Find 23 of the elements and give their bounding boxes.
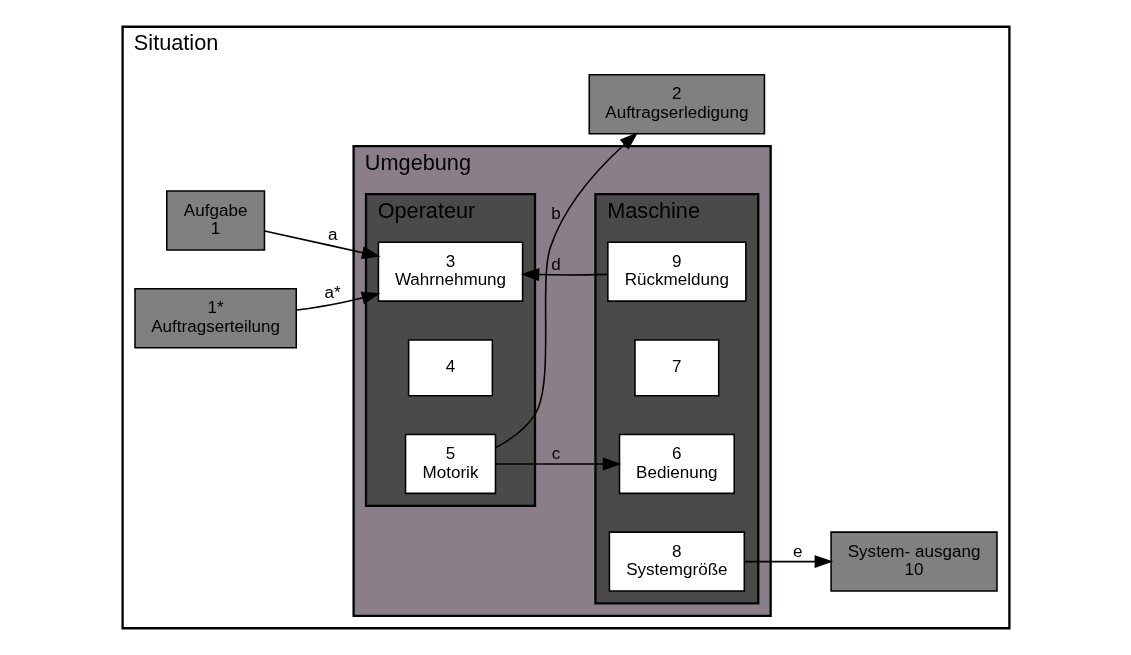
arrow: [494, 457, 621, 471]
node-box: 4: [407, 339, 493, 397]
arrow: [743, 555, 833, 569]
edge-label: a*: [324, 282, 341, 302]
node-box: 9 Rückmeldung: [606, 241, 747, 302]
node-box: 8 Systemgröße: [608, 531, 745, 592]
node-box: 5 Motorik: [404, 433, 496, 495]
node-box: System- ausgang 10: [829, 531, 998, 592]
edge-label: d: [550, 254, 561, 274]
node-box: 7: [633, 339, 719, 397]
node-box: 6 Bedienung: [618, 433, 735, 495]
arrow: [520, 268, 608, 282]
edge-label: a: [327, 225, 337, 245]
arrow: [494, 132, 638, 449]
edge-label: e: [792, 541, 803, 561]
edge-label: b: [550, 203, 561, 223]
arrow: [295, 291, 380, 311]
node-box: 1* Auftragserteilung: [133, 287, 297, 349]
node-box: 2 Auftragserledigung: [588, 74, 765, 135]
arrow: [263, 230, 380, 259]
edge-label: c: [551, 443, 560, 463]
node-box: 3 Wahrnehmung: [377, 241, 523, 302]
node-box: Aufgabe 1: [165, 190, 265, 251]
